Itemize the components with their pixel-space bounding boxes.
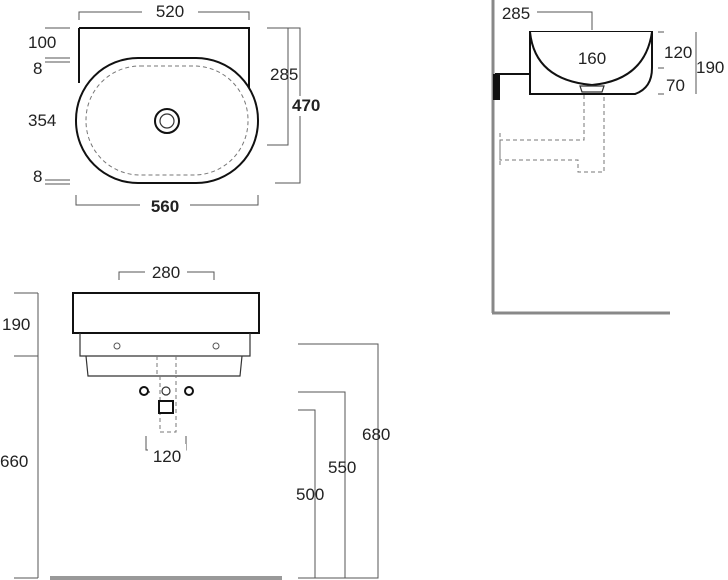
dim-label-680: 680	[362, 425, 390, 444]
bracket-foot	[493, 74, 500, 100]
dim-line-190-front	[14, 292, 39, 357]
dim-label-285-side: 285	[502, 4, 530, 23]
side-view: 285 160 120 70 190	[491, 0, 724, 315]
dim-label-520: 520	[156, 2, 184, 21]
dim-label-190-front: 190	[2, 315, 30, 334]
dim-line-285	[267, 27, 289, 146]
dim-line-left-stack	[45, 27, 70, 185]
dim-label-120: 120	[664, 43, 692, 62]
dim-label-160: 160	[578, 49, 606, 68]
dim-line-500	[298, 409, 316, 578]
dim-label-470: 470	[292, 96, 320, 115]
dim-label-560: 560	[151, 197, 179, 216]
front-view: 280 190 660 120 680 550 500	[0, 262, 390, 580]
fixing-bolt-left	[139, 386, 149, 396]
dim-label-354: 354	[28, 111, 56, 130]
dim-label-8-top: 8	[33, 59, 42, 78]
dim-label-70: 70	[666, 76, 685, 95]
dim-label-500: 500	[296, 485, 324, 504]
dim-line-right-stack	[658, 31, 697, 95]
dim-label-8-bottom: 8	[33, 167, 42, 186]
front-trap-hidden	[156, 356, 177, 433]
bowl-base-line	[579, 85, 605, 93]
top-view: 520 100 8 354 8 285 470 560	[28, 2, 328, 216]
drain-inner	[159, 113, 175, 129]
dim-label-660: 660	[0, 452, 28, 471]
dim-label-280: 280	[152, 263, 180, 282]
drain-outer	[154, 108, 180, 134]
front-basin-top	[72, 292, 260, 334]
dim-line-550	[298, 391, 346, 578]
front-basin-lower	[79, 333, 251, 377]
dim-line-680	[298, 343, 379, 579]
dim-line-660	[14, 356, 39, 579]
bowl-curve	[529, 31, 653, 87]
dim-label-550: 550	[328, 458, 356, 477]
fixing-bolt-right	[184, 386, 194, 396]
waste-outlet	[158, 400, 174, 414]
dim-label-190-side: 190	[696, 58, 724, 77]
fixing-bolt-center	[161, 386, 171, 396]
dim-label-285-top: 285	[270, 65, 298, 84]
fixing-hole-left	[113, 342, 121, 350]
fixing-hole-right	[212, 342, 220, 350]
dim-label-100: 100	[28, 33, 56, 52]
dim-label-120-front: 120	[153, 447, 181, 466]
side-trap-hidden	[499, 95, 605, 173]
